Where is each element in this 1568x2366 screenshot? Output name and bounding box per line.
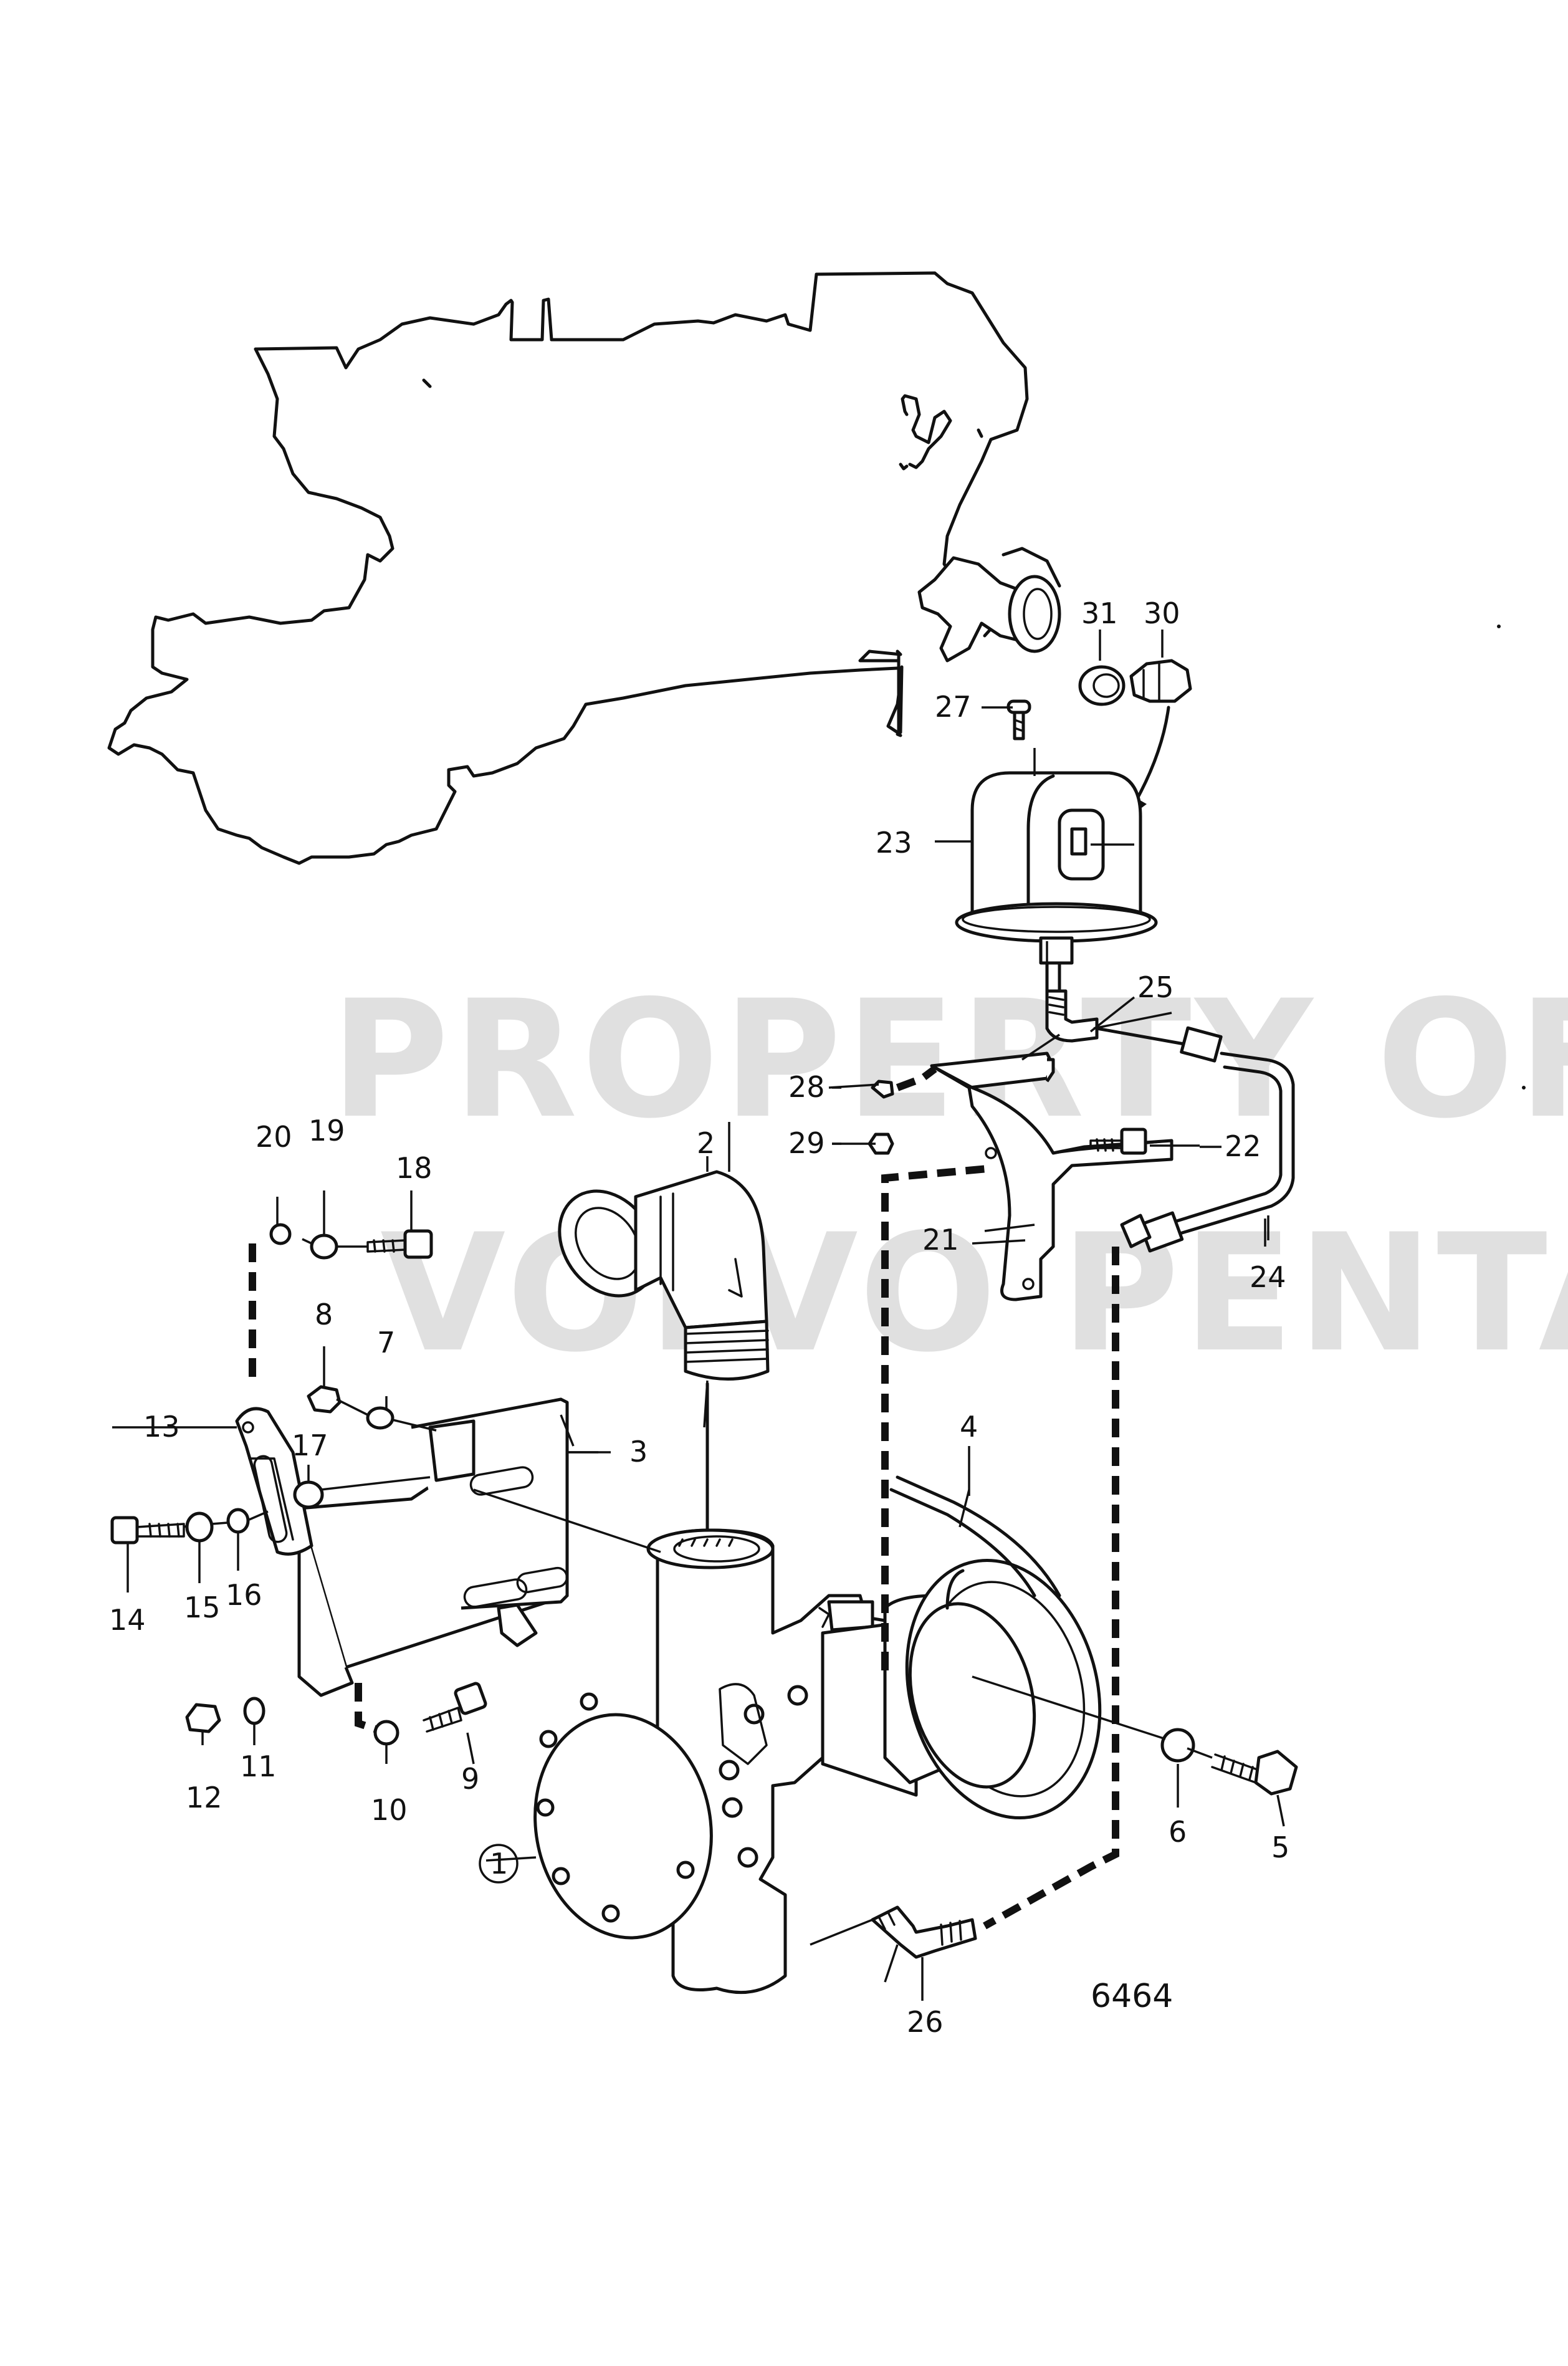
callout-17: 17 <box>292 1429 328 1462</box>
callout-13: 13 <box>143 1410 180 1444</box>
pump-1 <box>533 1528 887 1995</box>
callout-29: 29 <box>788 1126 825 1160</box>
callout-12: 12 <box>186 1781 222 1814</box>
washer-11 <box>243 1697 265 1725</box>
pressure-switch-23 <box>955 771 1158 965</box>
callout-6: 6 <box>1169 1815 1187 1849</box>
engine-outline <box>254 271 1029 737</box>
dashed-line-pump-21 <box>881 1165 988 1670</box>
callout-9: 9 <box>461 1762 479 1796</box>
washer-17 <box>293 1480 324 1509</box>
screw-22 <box>1089 1128 1147 1155</box>
callout-25: 25 <box>1137 970 1174 1004</box>
engine-detail <box>422 378 999 628</box>
washer-20 <box>269 1223 292 1245</box>
callout-28: 28 <box>788 1070 825 1104</box>
callout-1: 1 <box>490 1847 508 1880</box>
callout-31: 31 <box>1081 596 1118 630</box>
washer-31 <box>1078 665 1126 706</box>
nut-29 <box>868 1133 894 1155</box>
callout-24: 24 <box>1250 1260 1286 1294</box>
callout-27: 27 <box>935 690 972 724</box>
callout-labels: 1 2 3 4 5 6 7 8 9 10 11 12 13 14 15 16 1… <box>109 596 1289 2039</box>
plate-3 <box>297 1397 569 1697</box>
callout-20: 20 <box>256 1120 292 1154</box>
washer-15 <box>185 1511 214 1543</box>
callout-leaders <box>127 630 1285 2001</box>
dashed-line-10-3 <box>355 1683 378 1733</box>
callout-2: 2 <box>697 1126 715 1160</box>
callout-23: 23 <box>876 826 912 860</box>
callout-30: 30 <box>1144 596 1180 630</box>
watermark: PROPERTY OF VOLVO PENTA <box>330 966 1568 1388</box>
arrow-30 <box>1132 706 1170 806</box>
connector-lines <box>112 748 1269 1983</box>
washer-7 <box>366 1406 394 1430</box>
callout-14: 14 <box>109 1603 146 1637</box>
elbow-fitting-2 <box>558 1170 770 1381</box>
washer-16 <box>226 1508 250 1534</box>
callout-4: 4 <box>960 1410 978 1444</box>
speck <box>1497 625 1501 628</box>
elbow-26 <box>871 1905 977 1959</box>
callout-26: 26 <box>907 2005 944 2039</box>
callout-5: 5 <box>1271 1831 1289 1864</box>
figure-number: 6464 <box>1091 1978 1173 2015</box>
engine-knob <box>917 547 1061 663</box>
callout-22: 22 <box>1225 1129 1261 1163</box>
elbow-25 <box>1045 961 1099 1043</box>
callout-7: 7 <box>377 1326 395 1359</box>
callout-1-circle <box>479 1844 519 1884</box>
arm-13 <box>235 1407 313 1556</box>
callout-18: 18 <box>396 1151 433 1185</box>
dashed-line-24-26 <box>983 1247 1119 1930</box>
nipple-30 <box>1129 659 1192 703</box>
engine-outline-lower <box>107 347 899 865</box>
nut-12 <box>185 1703 221 1733</box>
callout-21: 21 <box>922 1223 959 1257</box>
pipe-24 <box>1095 1026 1295 1253</box>
callout-15: 15 <box>184 1591 221 1624</box>
washer-6 <box>1160 1728 1195 1763</box>
speck <box>1522 1086 1526 1090</box>
callout-8: 8 <box>315 1298 333 1331</box>
callout-3: 3 <box>629 1435 648 1468</box>
callout-19: 19 <box>308 1114 345 1147</box>
callout-10: 10 <box>371 1793 408 1827</box>
bolt-14 <box>110 1516 185 1545</box>
bolt-9 <box>423 1682 487 1733</box>
bolt-5 <box>1211 1750 1298 1796</box>
washer-10 <box>373 1720 399 1746</box>
dashed-line-28-21 <box>896 1066 937 1091</box>
watermark-line-1: PROPERTY OF <box>330 966 1568 1154</box>
pulley-4 <box>821 1475 1102 1820</box>
nut-8 <box>307 1385 342 1414</box>
callout-16: 16 <box>226 1578 262 1612</box>
callout-11: 11 <box>240 1750 277 1783</box>
washer-19 <box>310 1233 338 1260</box>
